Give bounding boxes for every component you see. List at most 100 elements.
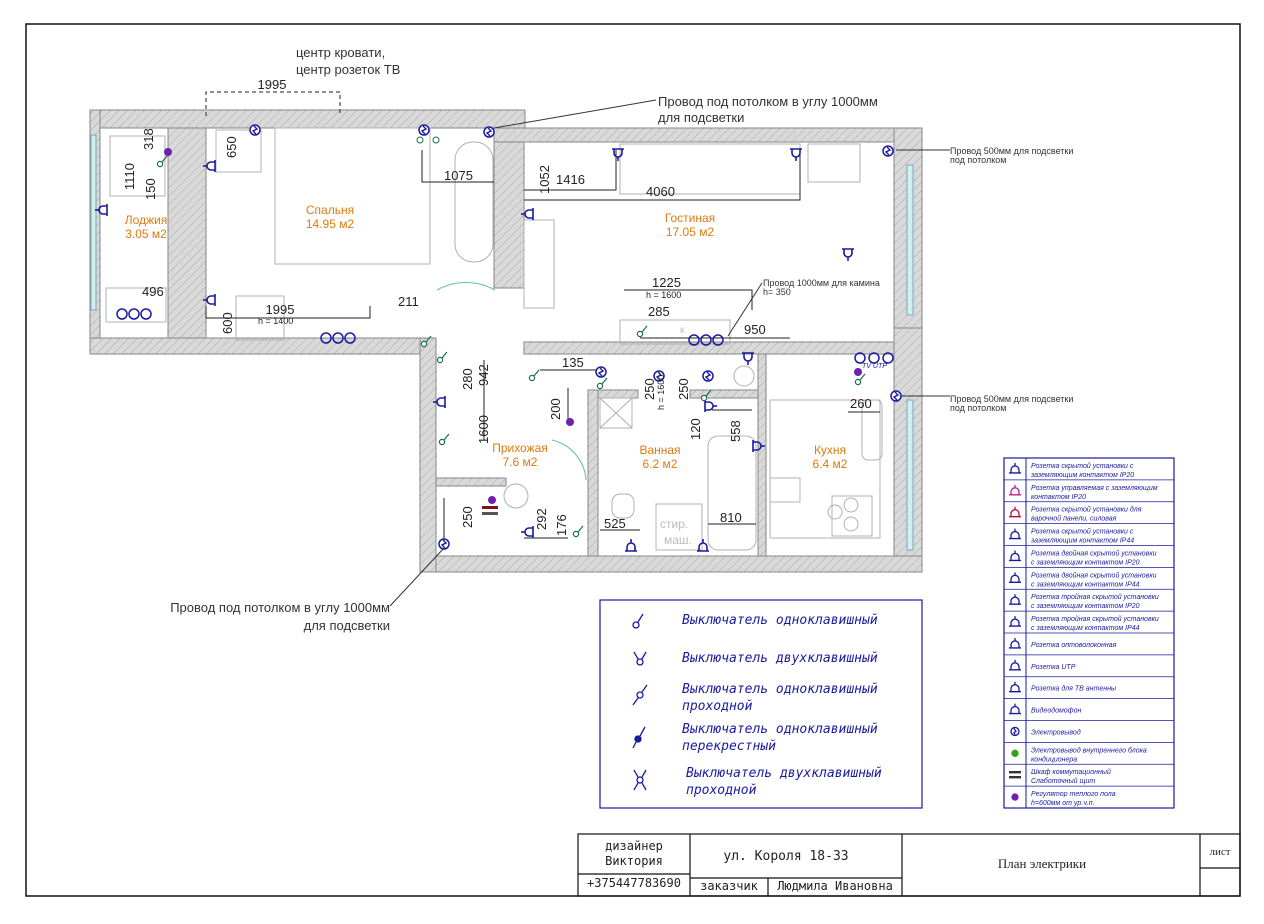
dimension-label: 810 — [720, 510, 742, 525]
socket-legend-label: Регулятор теплого пола — [1031, 791, 1116, 798]
socket-icon — [1009, 572, 1021, 583]
socket-icon — [1009, 550, 1021, 562]
socket-legend-label: Розетка скрытой установки для — [1031, 506, 1142, 514]
socket-legend-label: варочной панели, силовая — [1031, 515, 1117, 523]
room-name: Спальня — [306, 203, 354, 217]
room-name: Лоджия — [125, 213, 168, 227]
socket-legend-label: заземляющим контактом IP44 — [1030, 538, 1134, 545]
tv-socket-icon — [1009, 681, 1021, 693]
socket-legend-label: контактом IP20 — [1031, 494, 1086, 501]
socket-legend-label: с заземляющим контактом IP44 — [1031, 581, 1140, 588]
socket-legend-label: Электровывод — [1031, 728, 1081, 736]
socket-icon — [1009, 616, 1021, 627]
dimension-label: 525 — [604, 516, 626, 531]
note-wire-500: под потолком — [950, 155, 1006, 165]
socket-legend-label: Розетка UTP — [1031, 664, 1076, 671]
cross-switch-icon — [632, 726, 646, 749]
note-fireplace: Провод 1000мм для камина — [763, 278, 880, 288]
title-block-text: дизайнер Виктория +375447783690 ул. Коро… — [587, 839, 1231, 893]
socket-icon — [1009, 484, 1021, 496]
switch-legend-label: Выключатель одноклавишный — [682, 722, 878, 737]
socket-legend-label: h=600мм от ур.ч.п. — [1031, 800, 1095, 807]
dimension-label: h = 1600 — [646, 290, 681, 300]
socket-legend-label: заземляющим контактом IP20 — [1030, 472, 1134, 479]
address: ул. Короля 18-33 — [723, 849, 848, 864]
dimension-label: h = 1400 — [258, 316, 293, 326]
dimension-label: 1075 — [444, 168, 473, 183]
socket-legend-label: Розетка двойная скрытой установки — [1031, 549, 1157, 557]
socket-legend-label: Розетка двойная скрытой установки — [1031, 571, 1157, 579]
dimension-labels: 1995 650 1110 318 150 496 600 1995 h = 1… — [122, 77, 872, 536]
double-switch-icon — [633, 651, 647, 666]
leader-lines — [389, 99, 950, 607]
socket-icon — [1009, 506, 1021, 518]
room-name: Гостиная — [665, 211, 715, 225]
dimension-label: 200 — [548, 398, 563, 420]
socket-legend-label: кондиционера — [1031, 755, 1077, 763]
socket-legend-label: с заземляющим контактом IP44 — [1031, 625, 1140, 632]
dimension-label: 176 — [554, 514, 569, 536]
note-bed-center: центр розеток ТВ — [296, 62, 400, 77]
sheet-title: План электрики — [998, 856, 1086, 871]
socket-legend-label: с заземляющим контактом IP20 — [1031, 603, 1140, 610]
passthrough-switch-icon — [632, 684, 648, 706]
dimension-label: 211 — [398, 294, 419, 309]
floor-heating-icon — [1011, 793, 1019, 801]
customer-name: Людмила Ивановна — [777, 879, 893, 893]
switch-legend-label: проходной — [686, 783, 757, 798]
dimension-label: 280 — [460, 368, 475, 390]
socket-legend-label: Электровывод внутреннего блока — [1031, 746, 1147, 754]
dimension-label: 135 — [562, 355, 584, 370]
switch-legend-label: Выключатель одноклавишный — [682, 613, 878, 628]
room-name: Ванная — [639, 443, 680, 457]
room-area: 3.05 м2 — [125, 227, 167, 241]
switch-legend-label: перекрестный — [682, 739, 776, 754]
dimension-label: 250 — [676, 378, 691, 400]
room-name: Прихожая — [492, 441, 548, 455]
dimension-label: 1110 — [122, 163, 137, 190]
dimension-label: 600 — [220, 312, 235, 334]
designer-label: дизайнер — [605, 839, 663, 853]
note-ceiling-wire: Провод под потолком в углу 1000мм — [658, 94, 878, 109]
switch-legend-label: Выключатель одноклавишный — [682, 682, 878, 697]
socket-legend: Розетка скрытой установки с заземляющим к… — [1003, 457, 1175, 809]
socket-legend-label: Слаботочный щит — [1031, 777, 1095, 785]
room-area: 6.4 м2 — [813, 457, 848, 471]
socket-legend-label: Розетка скрытой установки с — [1031, 462, 1134, 470]
dimension-label: 1052 — [537, 165, 552, 194]
optic-socket-icon — [1009, 637, 1021, 649]
note-ceiling-wire: для подсветки — [658, 110, 744, 125]
dimension-label: 318 — [141, 128, 156, 150]
intercom-icon — [1009, 703, 1021, 715]
socket-legend-label: Розетка тройная скрытой установки — [1031, 593, 1159, 601]
designer-name: Виктория — [605, 854, 663, 868]
utp-socket-icon — [1009, 659, 1021, 671]
note-washer: маш. — [664, 533, 692, 547]
room-name: Кухня — [814, 443, 846, 457]
dimension-label: 150 — [143, 178, 158, 200]
ac-wire-icon — [1011, 749, 1019, 757]
note-wire-500: Провод 500мм для подсветки — [950, 146, 1073, 156]
note-wire-500: Провод 500мм для подсветки — [950, 394, 1073, 404]
note-bed-center: центр кровати, — [296, 45, 385, 60]
customer-label: заказчик — [700, 879, 759, 893]
dimension-label: 250 — [460, 506, 475, 528]
dimension-label: 950 — [744, 322, 766, 337]
panel-icon — [1009, 770, 1021, 779]
dimension-label: 558 — [728, 420, 743, 442]
note-ceiling-wire: для подсветки — [304, 618, 390, 633]
dimension-label: 1600 — [476, 415, 491, 444]
room-labels: Лоджия 3.05 м2 Спальня 14.95 м2 Гостиная… — [125, 203, 848, 471]
dimension-label: 250 — [642, 378, 657, 400]
dimension-label: 120 — [688, 418, 703, 440]
dimension-label: h = 1600 — [656, 375, 666, 410]
note-wire-500: под потолком — [950, 403, 1006, 413]
room-area: 17.05 м2 — [666, 225, 715, 239]
dimension-label: 285 — [648, 304, 670, 319]
socket-icon — [1009, 528, 1021, 540]
electrical-symbols — [94, 124, 902, 552]
outlet-wire-icon — [1010, 726, 1020, 737]
socket-legend-label: Розетка управляемая с заземляющим — [1031, 485, 1158, 492]
switch-legend-label: проходной — [682, 699, 753, 714]
